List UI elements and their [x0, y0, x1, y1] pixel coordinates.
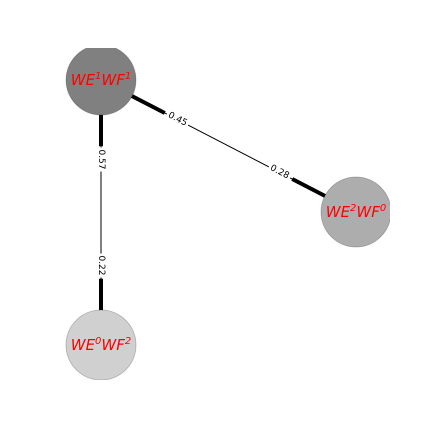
- node-label-base: WF: [356, 203, 380, 221]
- edge-label-bg: [265, 160, 294, 185]
- node-label-superscript: 0: [380, 203, 386, 214]
- edge-weight-label: 0.57: [96, 149, 106, 169]
- edges-layer: [99, 78, 357, 345]
- node-label-base: WF: [101, 71, 125, 89]
- node-label-superscript: 1: [95, 71, 101, 82]
- node-label-superscript: 2: [125, 336, 131, 347]
- node-label-superscript: 1: [125, 71, 131, 82]
- node-circle-n3: [65, 309, 137, 380]
- node-label-base: WE: [71, 336, 96, 354]
- node-label-base: WF: [101, 336, 125, 354]
- node-label-superscript: 0: [95, 336, 101, 347]
- node-label-n3: WE0WF2: [71, 336, 132, 354]
- node-label-superscript: 2: [350, 203, 356, 214]
- node-label-n1: WE1WF1: [71, 71, 132, 89]
- node-label-n2: WE2WF0: [326, 203, 387, 221]
- node-label-base: WE: [71, 71, 96, 89]
- edge-n1-n2: [100, 78, 357, 214]
- node-circle-n2: [320, 176, 390, 248]
- edge-label-bg: [163, 107, 192, 132]
- edge-weight-label: 0.22: [96, 255, 106, 275]
- nodes-layer: [65, 48, 390, 380]
- node-label-base: WE: [326, 203, 351, 221]
- edge-label-bg: [94, 253, 108, 278]
- node-circle-n1: [65, 48, 137, 116]
- edge-label-bg: [94, 147, 108, 172]
